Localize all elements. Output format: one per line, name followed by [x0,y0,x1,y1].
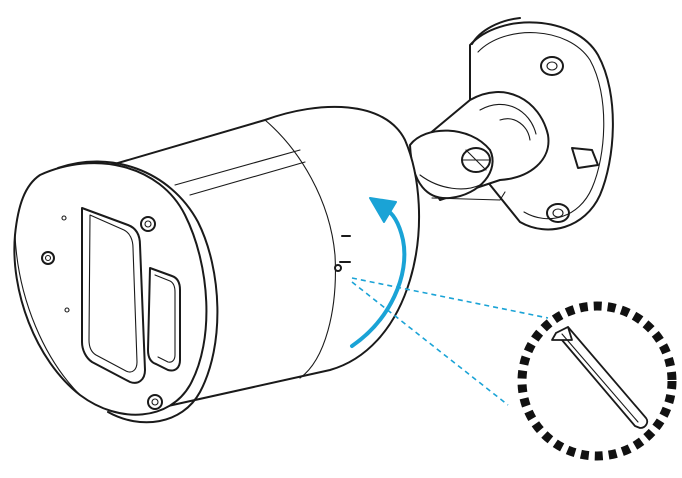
front-pinhole-bottom [64,307,70,313]
mount-arm [409,91,550,201]
hex-key-callout [517,301,677,461]
ir-sensor-window [147,267,181,372]
mount-screw-slot-right [571,147,599,169]
front-screw-bottom [147,394,163,410]
mount-screw-slot-bottom [546,203,570,223]
rotate-arrow-icon [350,197,407,348]
mount-screw-slot-top [540,56,564,76]
hex-key-icon [551,326,649,429]
guide-lines [351,277,549,406]
front-screw-top-right [140,216,156,232]
lens-window [81,207,146,384]
front-screw-left [41,251,55,265]
front-pinhole-top [61,215,67,221]
